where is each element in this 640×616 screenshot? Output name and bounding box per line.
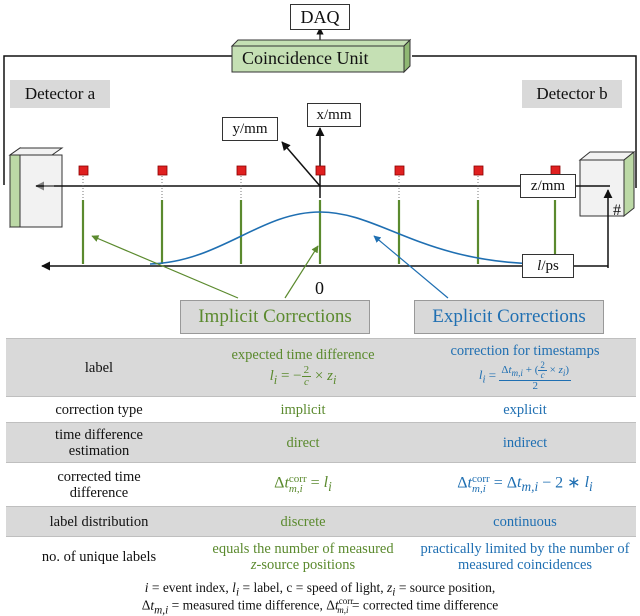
implicit-corrections-box: Implicit Corrections	[180, 300, 370, 334]
source-marker	[473, 165, 484, 176]
hash-symbol: #	[613, 202, 621, 219]
zero-tick-label: 0	[315, 278, 324, 298]
coincidence-unit-box	[230, 38, 412, 74]
explicit-callout-arrow	[373, 235, 449, 299]
setup-diagram	[3, 27, 637, 299]
implicit-label-bars	[81, 200, 557, 264]
row-label: label distribution	[6, 506, 192, 537]
detector-a-label-box: Detector a	[10, 80, 110, 108]
table-row: label distribution discrete continuous	[6, 506, 636, 537]
detector-a-label: Detector a	[24, 84, 96, 103]
detector-a-box	[8, 147, 64, 228]
explicit-corrections-box: Explicit Corrections	[414, 300, 604, 334]
detector-b-box	[578, 150, 636, 218]
implicit-cell: discrete	[192, 506, 414, 537]
source-marker	[236, 165, 247, 176]
source-marker	[394, 165, 405, 176]
y-axis-line	[281, 141, 321, 187]
z-axis-label: z/mm	[530, 177, 566, 194]
wire-detector-b	[412, 55, 637, 188]
x-axis-label-box: x/mm	[307, 103, 361, 127]
row-label: no. of unique labels	[6, 536, 192, 577]
implicit-cell: direct	[192, 422, 414, 463]
explicit-cell: practically limited by the number of mea…	[414, 536, 636, 577]
l-axis-label: l/ps	[537, 257, 559, 274]
explicit-cell: explicit	[414, 396, 636, 423]
symbol-legend-line-1: i = event index, li = label, c = speed o…	[144, 580, 496, 599]
explicit-cell: continuous	[414, 506, 636, 537]
symbol-legend-line-2: Δtm,i = measured time difference, Δtcorr…	[141, 596, 499, 616]
table-row: no. of unique labels equals the number o…	[6, 536, 636, 577]
source-marker	[78, 165, 89, 176]
row-label: label	[6, 338, 192, 397]
table-row: correction type implicit explicit	[6, 396, 636, 423]
implicit-cell: equals the number of measured z-source p…	[192, 536, 414, 577]
x-axis-label: x/mm	[316, 106, 352, 123]
explicit-gaussian-curve	[149, 211, 541, 265]
source-marker	[315, 165, 326, 176]
source-marker	[157, 165, 168, 176]
explicit-cell: indirect	[414, 422, 636, 463]
implicit-corrections-label: Implicit Corrections	[198, 306, 352, 327]
z-axis-label-box: z/mm	[520, 174, 576, 198]
coincidence-unit-label: Coincidence Unit	[242, 48, 369, 68]
y-axis-label-box: y/mm	[222, 117, 278, 141]
wire-detector-a	[3, 55, 232, 185]
l-axis-label-box: l/ps	[522, 254, 574, 278]
y-axis-label: y/mm	[232, 120, 268, 137]
source-guides	[82, 176, 556, 200]
implicit-callout-arrow	[91, 235, 239, 299]
implicit-cell: implicit	[192, 396, 414, 423]
explicit-cell: correction for timestamps li = Δtm,i + (…	[414, 338, 636, 397]
detector-b-label: Detector b	[536, 84, 608, 103]
row-label: correction type	[6, 396, 192, 423]
source-positions	[78, 165, 561, 176]
detector-b-label-box: Detector b	[522, 80, 622, 108]
daq-label: DAQ	[300, 6, 340, 27]
daq-box: DAQ	[290, 4, 350, 30]
explicit-corrections-label: Explicit Corrections	[432, 306, 586, 327]
implicit-callout-arrow	[284, 245, 319, 299]
